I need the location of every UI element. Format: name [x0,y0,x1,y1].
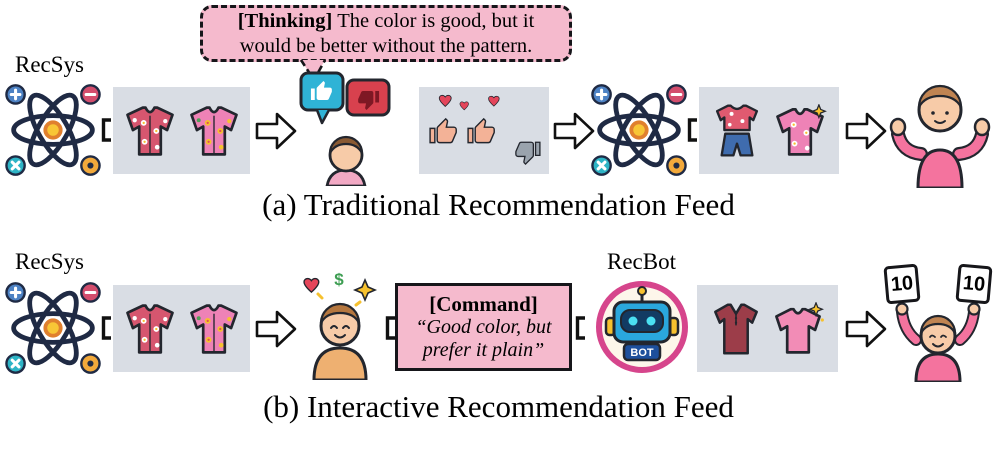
flow-arrow-icon [553,112,595,150]
recommended-items-box [113,285,250,372]
thumbs-feedback-icon [429,94,541,165]
command-box: [Command] “Good color, but prefer it pla… [395,283,572,371]
recsys-label-b: RecSys [15,249,84,274]
recsys-atom-icon [5,282,101,374]
command-line-2: prefer it plain” [422,338,545,361]
recbot-label: RecBot [607,249,676,274]
dollar-decoration: $ [334,270,344,289]
feedback-signals-box [419,87,549,174]
recsys-atom-icon [5,84,101,176]
cheering-person-icon [895,302,981,382]
flow-arrow-icon [255,112,297,150]
connector-bracket-icon [575,316,585,340]
connector-bracket-icon [101,316,111,340]
recsys-label-a: RecSys [15,52,84,77]
caption-panel-a: (a) Traditional Recommendation Feed [262,187,735,222]
floral-shirt-red-icon [125,105,174,156]
floral-shirt-pink-icon [189,105,238,156]
command-tag: [Command] [429,291,538,316]
recbot-robot-icon: BOT [596,281,688,373]
thinking-bubble-text: [Thinking]The color is good, but it woul… [211,9,561,59]
score-card-left: 10 [883,263,921,305]
flow-arrow-icon [255,310,297,348]
thinking-text: The color is good, but it would be bette… [239,9,535,57]
bot-badge-text: BOT [630,347,654,359]
connector-bracket-icon [101,118,111,142]
refined-recommendation-box [697,285,838,372]
recsys-atom-icon [591,84,687,176]
polo-shirt-icon [713,302,758,355]
flow-arrow-icon [845,112,887,150]
floral-shirt-red-icon [125,303,174,354]
tshirt-shorts-outfit-icon [715,104,759,157]
caption-panel-b: (b) Interactive Recommendation Feed [263,389,734,424]
connector-bracket-icon [687,118,697,142]
command-line-1: “Good color, but [415,316,552,339]
user-thinking-feedback-icon [299,71,391,186]
floral-shirt-pink-icon [776,103,827,156]
excited-user-icon: $ [303,270,378,380]
floral-shirt-pink-icon [189,303,238,354]
perfect-score-person: 10 10 [883,263,993,382]
score-card-right: 10 [955,263,993,305]
thinking-bubble: [Thinking]The color is good, but it woul… [200,5,572,62]
new-recommendation-box [699,87,839,174]
connector-bracket-icon [385,316,395,340]
thinking-tag: [Thinking] [237,9,333,32]
plain-tshirt-icon [774,301,824,354]
recommended-items-box [113,87,250,174]
flow-arrow-icon [845,310,887,348]
shrugging-person-icon [889,84,991,188]
